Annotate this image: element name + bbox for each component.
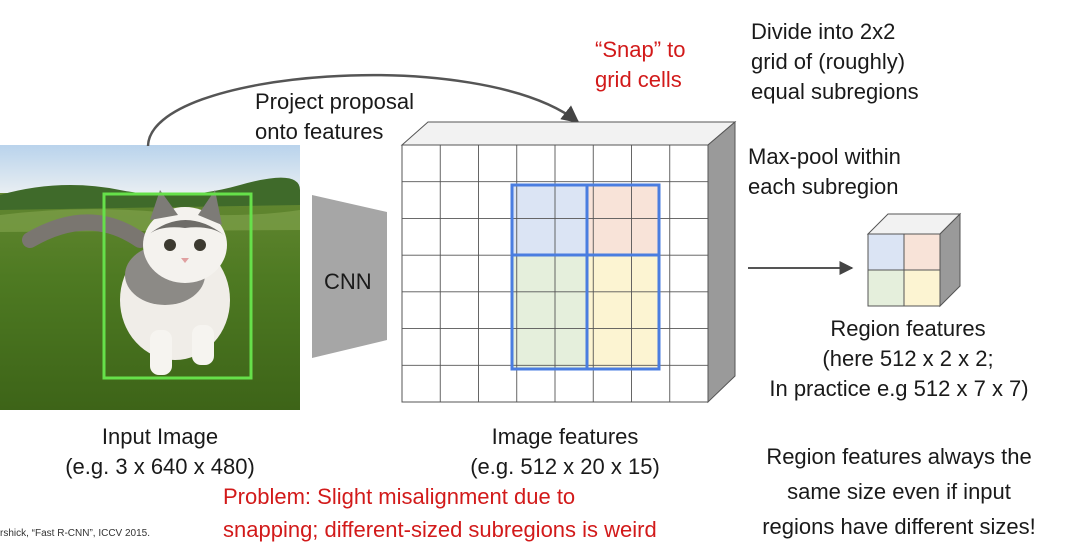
cube-cell-top-right	[904, 234, 940, 270]
cnn-label: CNN	[324, 269, 372, 294]
features-label-line2: (e.g. 512 x 20 x 15)	[470, 454, 660, 479]
snap-label-line1: “Snap” to	[595, 37, 686, 62]
always-label-line3: regions have different sizes!	[762, 514, 1036, 539]
region-label-line3: In practice e.g 512 x 7 x 7)	[769, 376, 1029, 401]
region-label-line1: Region features	[830, 316, 986, 341]
input-label-line1: Input Image	[101, 424, 219, 449]
always-label-line2: same size even if input	[787, 479, 1011, 504]
snap-label-line2: grid cells	[595, 67, 682, 92]
project-label-line1: Project proposal	[255, 89, 414, 114]
problem-label-line2: snapping; different-sized subregions is …	[223, 517, 657, 542]
kitten-shape	[22, 190, 230, 375]
subregion-bottom-left	[512, 255, 587, 369]
projection-arrow	[146, 73, 580, 147]
cube-cell-bottom-left	[868, 270, 904, 306]
subregion-bottom-right	[587, 255, 659, 369]
divide-label-line2: grid of (roughly)	[751, 49, 906, 74]
divide-label-line1: Divide into 2x2	[751, 19, 896, 44]
project-label-line2: onto features	[255, 119, 384, 144]
roi-box	[510, 183, 661, 371]
citation-text: rshick, “Fast R-CNN”, ICCV 2015.	[0, 528, 151, 539]
feature-grid-lines	[402, 145, 708, 402]
maxpool-label-line1: Max-pool within	[748, 144, 901, 169]
cube-cell-bottom-right	[904, 270, 940, 306]
cnn-block	[312, 195, 387, 358]
features-label-line1: Image features	[491, 424, 639, 449]
cube-cell-top-left	[868, 234, 904, 270]
input-label-line2: (e.g. 3 x 640 x 480)	[65, 454, 255, 479]
divide-label-line3: equal subregions	[751, 79, 919, 104]
always-label-line1: Region features always the	[766, 444, 1032, 469]
region-label-line2: (here 512 x 2 x 2;	[822, 346, 994, 371]
maxpool-label-line2: each subregion	[748, 174, 899, 199]
subregion-top-left	[512, 185, 587, 255]
subregion-top-right	[587, 185, 659, 255]
problem-label-line1: Problem: Slight misalignment due to	[223, 484, 576, 509]
feature-volume	[400, 120, 737, 404]
input-image	[0, 145, 300, 410]
roi-subregions	[512, 185, 659, 369]
proposal-box	[102, 192, 253, 380]
region-feature-cube	[866, 212, 962, 308]
